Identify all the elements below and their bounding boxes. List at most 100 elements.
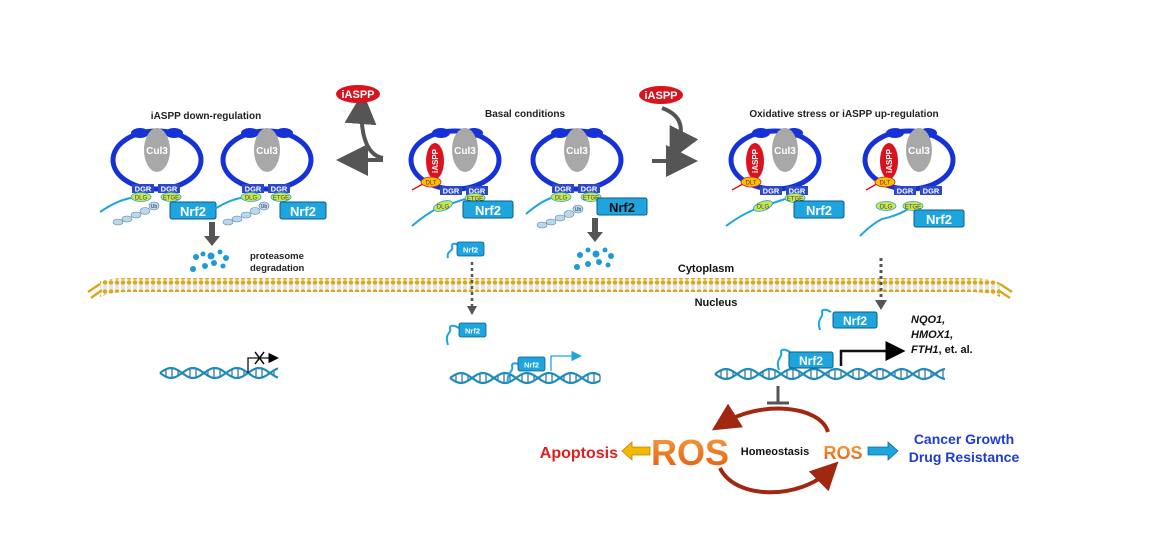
svg-text:DGR: DGR: [245, 185, 262, 194]
svg-text:DLT: DLT: [746, 181, 757, 187]
svg-text:DGR: DGR: [443, 187, 460, 196]
ubiquitin-chain: Ub: [222, 201, 270, 226]
free-nrf2-cytoplasm: Nrf2: [446, 241, 485, 259]
etge-motif: [160, 192, 182, 202]
svg-text:Ub: Ub: [261, 204, 268, 210]
svg-text:Nrf2: Nrf2: [806, 203, 832, 218]
nuclear-nrf2: Nrf2: [445, 322, 487, 346]
svg-text:DLT: DLT: [426, 181, 437, 187]
cancer-growth-label: Cancer Growth: [914, 431, 1014, 447]
keap1-complex: Cul3 DGR DGR DLG ETGE Ub Nrf2: [99, 128, 217, 226]
keap1-complex: Cul3 DGR DGR DLG ETGE Ub Nrf2: [525, 128, 648, 229]
dgr-box: [158, 184, 180, 193]
dlt-motif: [420, 176, 442, 188]
dlg-motif: [130, 192, 152, 202]
ubiquitin-chain: Ub: [112, 201, 160, 226]
dna-helix: [159, 366, 279, 380]
transcription-arrow: [550, 350, 582, 371]
dna-bound-nrf2: Nrf2: [776, 348, 834, 371]
target-gene-nqo1: NQO1,: [911, 314, 945, 326]
svg-text:Nrf2: Nrf2: [609, 200, 635, 215]
svg-text:Cul3: Cul3: [908, 146, 930, 157]
svg-text:iASPP: iASPP: [644, 90, 677, 102]
svg-text:Nrf2: Nrf2: [524, 361, 539, 370]
blocked-transcription-arrow: [247, 352, 279, 373]
svg-text:ETGE: ETGE: [583, 196, 599, 202]
panel-title-right: Oxidative stress or iASPP up-regulation: [749, 109, 938, 120]
cancer-arrow: [867, 441, 899, 461]
svg-text:DLG: DLG: [757, 205, 770, 211]
ros-high-label: ROS: [651, 432, 729, 473]
drug-resistance-label: Drug Resistance: [909, 449, 1020, 465]
iaspp-free-right: [639, 86, 683, 104]
svg-text:DLG: DLG: [555, 196, 568, 202]
ros-low-label: ROS: [823, 443, 862, 463]
panel-title-left: iASPP down-regulation: [151, 111, 261, 122]
cytoplasm-label: Cytoplasm: [678, 263, 734, 275]
iaspp-release-arrow: [344, 92, 384, 160]
svg-text:iASPP: iASPP: [341, 89, 374, 101]
ubiquitin-chain: Ub: [536, 204, 584, 229]
svg-text:Nrf2: Nrf2: [799, 354, 823, 368]
svg-text:Nrf2: Nrf2: [465, 327, 480, 336]
svg-text:Ub: Ub: [575, 207, 582, 213]
degradation-label: degradation: [250, 263, 305, 274]
svg-text:ETGE: ETGE: [273, 196, 289, 202]
dna-helix: [449, 371, 601, 385]
homeostasis-label: Homeostasis: [741, 446, 809, 458]
iaspp-free-left: [336, 85, 380, 103]
dgr-box: [132, 184, 154, 193]
svg-text:DGR: DGR: [271, 185, 288, 194]
nucleus-label: Nucleus: [695, 297, 738, 309]
svg-text:DGR: DGR: [135, 185, 152, 194]
keap1-complex-iaspp-bound: Cul3 iASPP DLT DGR DGR DLG ETGE Nrf2: [408, 128, 514, 227]
nrf2-label: Nrf2: [180, 204, 206, 219]
svg-text:DLG: DLG: [880, 205, 893, 211]
svg-text:ETGE: ETGE: [163, 196, 179, 202]
svg-text:ETGE: ETGE: [467, 197, 483, 203]
dna-bound-nrf2: Nrf2: [506, 356, 546, 385]
keap1-complex-iaspp-bound: Cul3 iASPP DLT DGR DGR DLG ETGE Nrf2: [859, 128, 965, 237]
svg-text:DGR: DGR: [789, 187, 806, 196]
svg-text:Nrf2: Nrf2: [926, 212, 952, 227]
apoptosis-label: Apoptosis: [540, 445, 618, 462]
target-gene-hmox1: HMOX1,: [911, 329, 953, 341]
iaspp-binding-arrow: [661, 106, 699, 161]
svg-text:Cul3: Cul3: [256, 146, 278, 157]
keap1-complex: Cul3 DGR DGR DLG ETGE Ub Nrf2: [209, 128, 327, 226]
nrf2-box: [169, 201, 217, 220]
svg-text:DGR: DGR: [555, 185, 572, 194]
iaspp-bound: [426, 143, 444, 179]
panel-title-center: Basal conditions: [485, 109, 565, 120]
proteasome-fragments: [190, 249, 229, 272]
svg-text:Ub: Ub: [151, 204, 158, 210]
target-gene-transcription-arrow: [839, 341, 906, 366]
proteasome-label: proteasome: [250, 251, 304, 262]
svg-text:DLG: DLG: [437, 205, 450, 211]
svg-text:ETGE: ETGE: [787, 197, 803, 203]
svg-text:DLT: DLT: [880, 181, 891, 187]
svg-text:DGR: DGR: [897, 187, 914, 196]
cycle-arrow-top: [711, 403, 830, 433]
svg-text:DGR: DGR: [581, 185, 598, 194]
svg-text:Cul3: Cul3: [566, 146, 588, 157]
target-gene-fth1: FTH1, et. al.: [911, 344, 973, 356]
svg-text:iASPP: iASPP: [751, 148, 760, 173]
dna-helix: [714, 367, 946, 381]
svg-text:DGR: DGR: [763, 187, 780, 196]
svg-text:DGR: DGR: [923, 187, 940, 196]
cul3-protein: [144, 128, 170, 172]
svg-text:iASPP: iASPP: [885, 148, 894, 173]
svg-text:Cul3: Cul3: [454, 146, 476, 157]
svg-text:DGR: DGR: [161, 185, 178, 194]
cycle-arrow-bottom: [718, 461, 839, 495]
cul3-label: Cul3: [146, 146, 168, 157]
proteasome-fragments: [574, 247, 614, 270]
cul3-protein: [254, 128, 280, 172]
svg-text:DLG: DLG: [135, 196, 148, 202]
svg-text:Cul3: Cul3: [774, 146, 796, 157]
block-x-icon: [254, 351, 265, 365]
keap1-complex-iaspp-bound: Cul3 iASPP DLT DGR DGR DLG ETGE Nrf2: [725, 128, 845, 227]
svg-text:DGR: DGR: [469, 187, 486, 196]
